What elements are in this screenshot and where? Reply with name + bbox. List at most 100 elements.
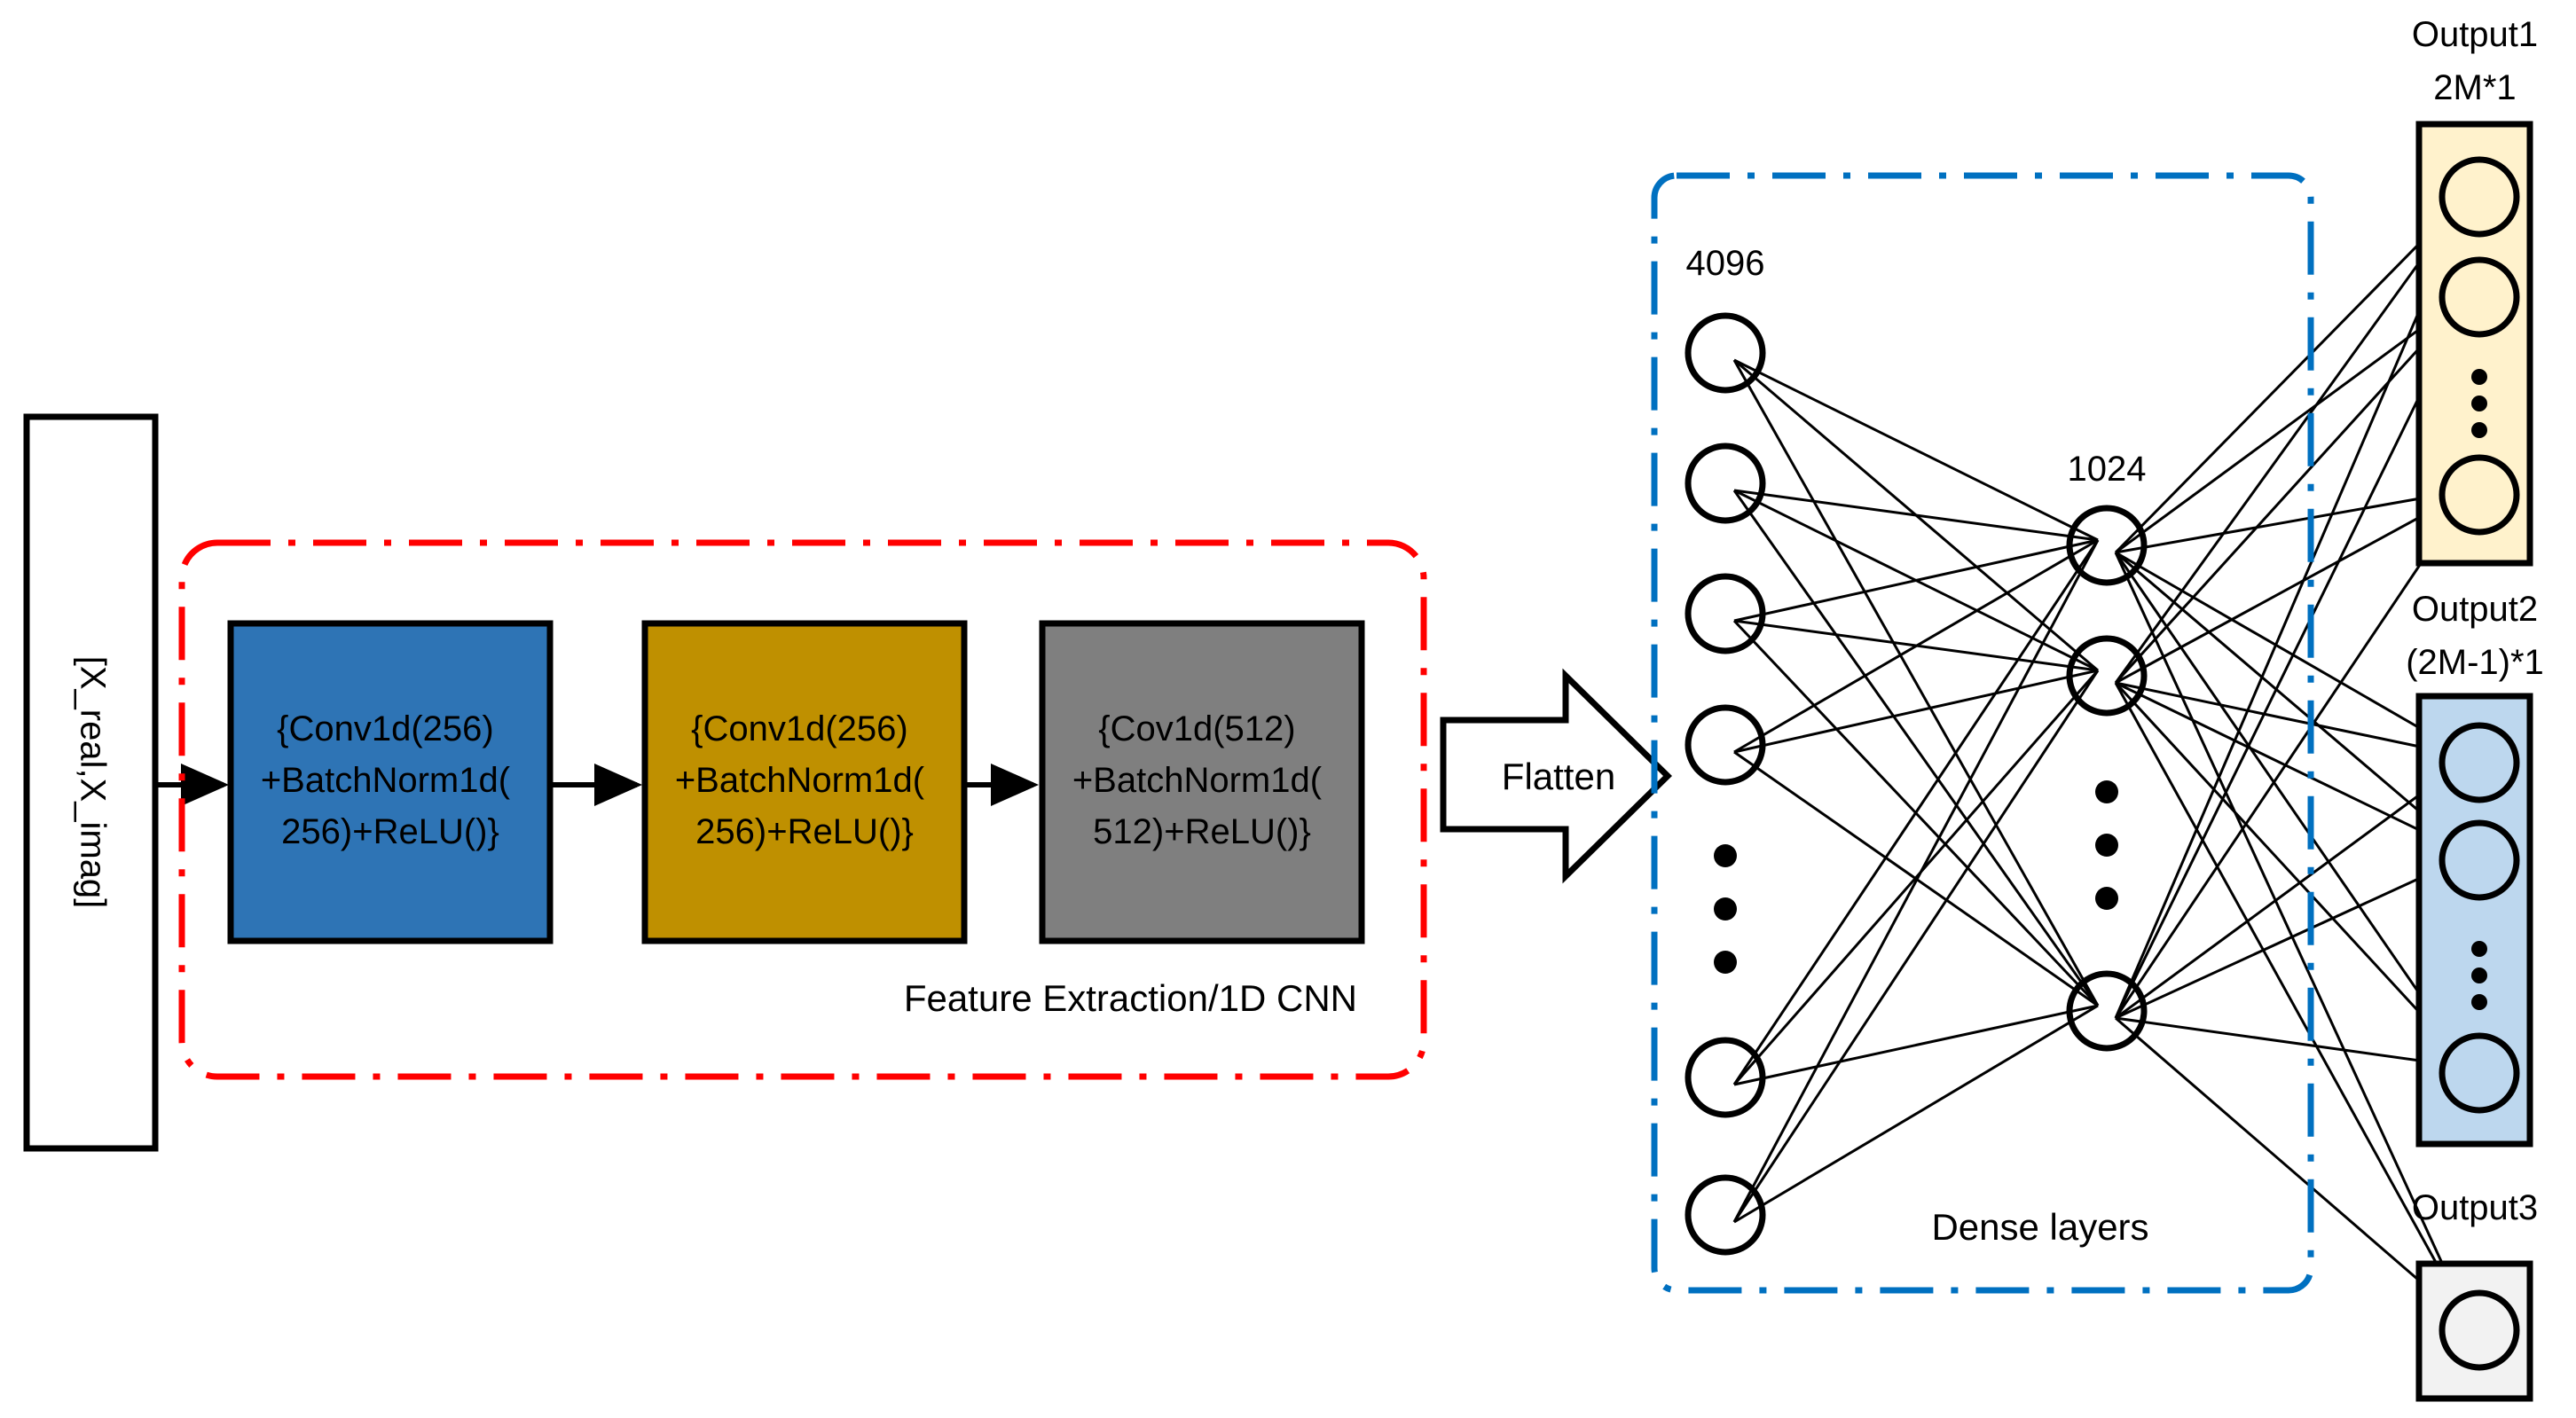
output1-shape: 2M*1 [2433, 68, 2516, 107]
layer2-ellipsis-dot [2095, 780, 2118, 803]
cnn-block-3-line-1: {Cov1d(512) [1098, 709, 1295, 748]
output1-ellipsis-dot [2471, 369, 2487, 385]
connection-l2-output [2115, 488, 2471, 554]
output2-neuron [2439, 1032, 2520, 1114]
layer1-ellipsis-dot [1714, 844, 1737, 867]
connection-l2-output [2114, 291, 2472, 1019]
svg-text:{Cov1d(512) +BatchNorm1d: {Cov1d(512) +BatchNorm1d( 512)+ReLU()} [1072, 709, 1331, 851]
layer1-neuron [1685, 312, 1766, 394]
cnn-block-3-line-3: 512)+ReLU()} [1093, 812, 1311, 851]
output2-ellipsis-dot [2471, 994, 2487, 1010]
layer2-neuron [2066, 505, 2148, 586]
connection-l1-l2 [1732, 539, 2100, 1085]
flatten-arrow: Flatten [1440, 668, 1672, 884]
connection-l1-l2 [1733, 489, 2099, 542]
output2-ellipsis-dot [2471, 968, 2487, 983]
cnn-block-2-line-3: 256)+ReLU()} [695, 812, 914, 851]
connection-l1-l2 [1733, 538, 2099, 623]
output1-neuron [2439, 256, 2520, 338]
output2-neuron [2439, 722, 2520, 803]
connection-l2-output [2115, 1016, 2471, 1327]
connection-l2-output [2114, 489, 2472, 1019]
feature-extraction-caption: Feature Extraction/1D CNN [904, 977, 1357, 1019]
feature-extraction-group: Feature Extraction/1D CNN [178, 539, 1427, 1080]
layer1-size-label: 4096 [1686, 244, 1765, 283]
cnn-block-2-line-1: {Conv1d(256) [691, 709, 908, 748]
output1-ellipsis-dot [2471, 396, 2487, 411]
feature-extraction-border [178, 539, 1427, 1080]
output2-group: Output2 (2M-1)*1 [2406, 590, 2544, 1148]
layer1-neuron [1685, 1037, 1766, 1118]
flatten-arrow-shape [1440, 668, 1672, 884]
connection-l2-output [2114, 552, 2472, 1069]
dense-layers-group: Dense layers 4096 1024 [1651, 172, 2314, 1294]
connection-l2-output [2115, 681, 2471, 759]
output2-box [2415, 693, 2533, 1148]
connection-l1-l2 [1732, 490, 2100, 1007]
connection-l1-l2 [1732, 359, 2100, 1007]
connection-l2-output [2114, 190, 2472, 554]
cnn-block-2-line-2: +BatchNorm1d( [675, 761, 925, 800]
output3-title: Output3 [2412, 1188, 2538, 1227]
connection-l2-output [2115, 488, 2471, 685]
dense-layers-border [1651, 172, 2314, 1294]
connection-l1-l2 [1733, 358, 2099, 542]
dense-nodes [1685, 156, 2520, 1371]
connection-l2-output [2114, 191, 2472, 1019]
layer1-ellipsis-dot [1714, 897, 1737, 921]
dense-connections [1732, 190, 2472, 1327]
flatten-label: Flatten [1502, 756, 1615, 797]
layer1-neuron [1685, 443, 1766, 524]
connection-l1-l2 [1732, 539, 2100, 1223]
cnn-block-2: {Conv1d(256) +BatchNorm1d( 256)+ReLU()} [641, 620, 968, 944]
layer2-ellipsis-dot [2095, 887, 2118, 910]
connection-l2-output [2114, 290, 2472, 685]
cnn-block-1: {Conv1d(256) +BatchNorm1d( 256)+ReLU()} [227, 620, 554, 944]
connection-l2-output [2115, 756, 2471, 1020]
output1-ellipsis-dot [2471, 422, 2487, 438]
input-label: [X_real,X_imag] [73, 656, 112, 909]
layer1-ellipsis-dot [1714, 951, 1737, 974]
output2-shape: (2M-1)*1 [2406, 643, 2544, 682]
cnn-block-3: {Cov1d(512) +BatchNorm1d( 512)+ReLU()} [1039, 620, 1365, 944]
output1-neuron [2439, 156, 2520, 238]
cnn-block-1-line-3: 256)+ReLU()} [281, 812, 499, 851]
output3-neuron [2439, 1289, 2520, 1371]
connection-l1-l2 [1733, 669, 2099, 754]
layer2-size-label: 1024 [2068, 450, 2147, 489]
connection-l1-l2 [1733, 1004, 2099, 1086]
connection-l1-l2 [1733, 1004, 2099, 1224]
output2-neuron [2439, 819, 2520, 901]
connection-l2-output [2115, 681, 2471, 857]
layer2-neuron [2066, 970, 2148, 1052]
connection-l1-l2 [1733, 538, 2099, 754]
output1-group: Output1 2M*1 [2412, 15, 2538, 567]
output2-title: Output2 [2412, 590, 2538, 629]
connection-l2-output [2115, 853, 2471, 1020]
svg-text:{Conv1d(256) +BatchNorm1: {Conv1d(256) +BatchNorm1d( 256)+ReLU()} [261, 709, 520, 851]
dense-layers-caption: Dense layers [1931, 1206, 2148, 1248]
output1-box [2415, 121, 2533, 567]
connection-l2-output [2115, 290, 2471, 554]
output2-ellipsis-dot [2471, 941, 2487, 957]
cnn-block-1-box [227, 620, 554, 944]
output1-neuron [2439, 454, 2520, 536]
cnn-block-1-line-2: +BatchNorm1d( [261, 761, 511, 800]
cnn-block-2-box [641, 620, 968, 944]
layer1-neuron [1685, 704, 1766, 786]
input-block: [X_real,X_imag] [23, 413, 159, 1152]
cnn-block-3-box [1039, 620, 1365, 944]
connection-l2-output [2115, 1016, 2471, 1069]
layer2-ellipsis-dot [2095, 834, 2118, 857]
connection-l2-output [2114, 191, 2472, 684]
cnn-block-1-line-1: {Conv1d(256) [277, 709, 494, 748]
output3-group: Output3 [2412, 1188, 2538, 1402]
connection-l2-output [2114, 682, 2472, 1326]
output1-title: Output1 [2412, 15, 2538, 54]
connection-l1-l2 [1732, 670, 2100, 1085]
layer1-neuron [1685, 1174, 1766, 1256]
connection-l2-output [2114, 681, 2472, 1069]
connection-l2-output [2114, 552, 2472, 1326]
svg-text:{Conv1d(256) +BatchNorm1: {Conv1d(256) +BatchNorm1d( 256)+ReLU()} [675, 709, 934, 851]
